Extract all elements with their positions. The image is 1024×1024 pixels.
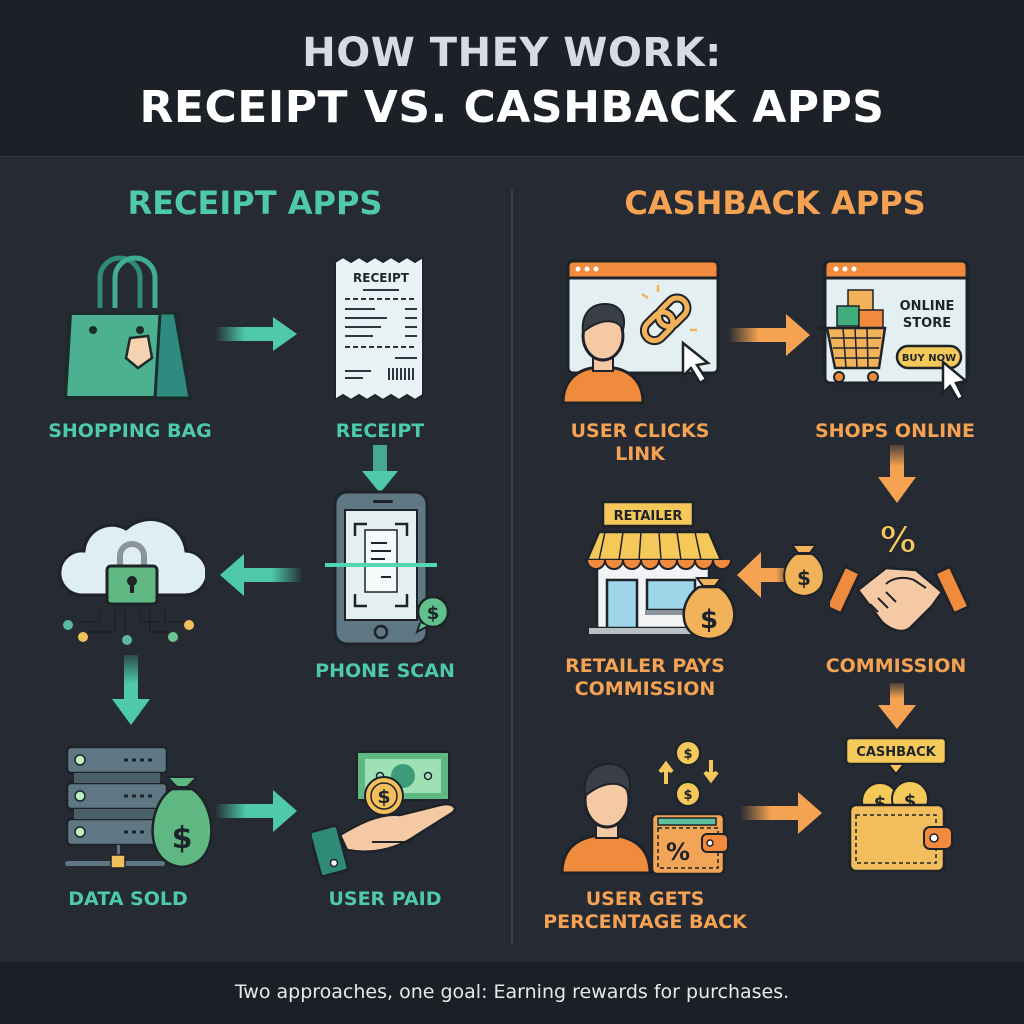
footer-caption: Two approaches, one goal: Earning reward… — [234, 981, 790, 1003]
money-bag-dollar: $ — [172, 821, 193, 856]
money-bag-dollar: $ — [797, 566, 811, 590]
arrow-down-icon — [876, 683, 918, 733]
online-store-text-1: ONLINE — [900, 299, 955, 314]
title-line-2: RECEIPT VS. CASHBACK APPS — [139, 82, 885, 133]
label-receipt: RECEIPT — [335, 420, 425, 442]
label-commission: COMMISSION — [825, 655, 967, 677]
user-wallet-icon: % $ $ — [560, 738, 735, 878]
receipt-icon-text: RECEIPT — [353, 271, 410, 285]
arrow-down-icon — [876, 445, 918, 505]
cloud-lock-icon — [55, 500, 205, 645]
label-user-clicks-link-line1: USER CLICKS — [570, 420, 710, 442]
user-link-browser-icon — [560, 258, 725, 408]
handshake-icon: % — [830, 512, 970, 642]
storefront-icon: RETAILER $ — [575, 498, 745, 643]
cashback-apps-title: CASHBACK APPS — [624, 184, 926, 222]
percent-symbol: % — [880, 520, 916, 561]
online-store-text-2: STORE — [903, 316, 951, 331]
svg-text:$: $ — [683, 747, 692, 762]
label-retailer-pays-commission-line2: COMMISSION — [574, 678, 716, 700]
receipt-icon: RECEIPT — [333, 256, 429, 401]
label-user-gets-line2: PERCENTAGE BACK — [543, 911, 747, 933]
label-data-sold: DATA SOLD — [68, 888, 188, 910]
receipt-apps-title: RECEIPT APPS — [127, 184, 383, 222]
column-divider — [511, 190, 513, 945]
label-retailer-pays-commission: RETAILER PAYS COMMISSION — [525, 655, 765, 701]
arrow-right-icon — [728, 312, 813, 358]
label-shops-online: SHOPS ONLINE — [814, 420, 976, 442]
label-user-clicks-link: USER CLICKS LINK — [520, 420, 760, 466]
money-bag-icon: $ — [780, 541, 830, 601]
label-retailer-pays-commission-line1: RETAILER PAYS — [565, 655, 725, 677]
retailer-money-bag-dollar: $ — [700, 605, 718, 635]
wallet-percent-symbol: % — [666, 838, 690, 866]
retailer-sign: RETAILER — [614, 509, 683, 524]
phone-scan-icon: $ — [325, 490, 455, 650]
svg-text:$: $ — [683, 788, 692, 803]
footer: Two approaches, one goal: Earning reward… — [0, 962, 1024, 1024]
label-phone-scan: PHONE SCAN — [315, 660, 455, 682]
label-user-gets-line1: USER GETS — [585, 888, 705, 910]
label-shopping-bag: SHOPPING BAG — [48, 420, 212, 442]
label-user-clicks-link-line2: LINK — [615, 443, 665, 465]
hand-cash-icon: $ — [312, 750, 462, 885]
coin-dollar: $ — [377, 786, 390, 808]
arrow-left-icon — [218, 552, 303, 598]
arrow-right-icon — [215, 788, 300, 834]
header: HOW THEY WORK: RECEIPT VS. CASHBACK APPS — [0, 0, 1024, 157]
buy-now-button: BUY NOW — [902, 353, 956, 364]
arrow-right-icon — [740, 790, 825, 836]
label-user-gets-percentage-back: USER GETS PERCENTAGE BACK — [525, 888, 765, 934]
label-user-paid: USER PAID — [328, 888, 442, 910]
cashback-bubble-text: CASHBACK — [856, 745, 936, 760]
arrow-right-icon — [215, 315, 300, 355]
server-money-icon: $ — [62, 745, 212, 885]
online-store-icon: ONLINE STORE BUY NOW — [815, 258, 975, 408]
phone-dollar-badge: $ — [427, 603, 440, 624]
arrow-down-icon — [110, 655, 152, 727]
shopping-bag-icon — [60, 248, 200, 408]
title-line-1: HOW THEY WORK: — [302, 30, 722, 76]
arrow-down-icon — [360, 445, 400, 495]
cashback-wallet-icon: CASHBACK $ $ — [838, 735, 958, 875]
